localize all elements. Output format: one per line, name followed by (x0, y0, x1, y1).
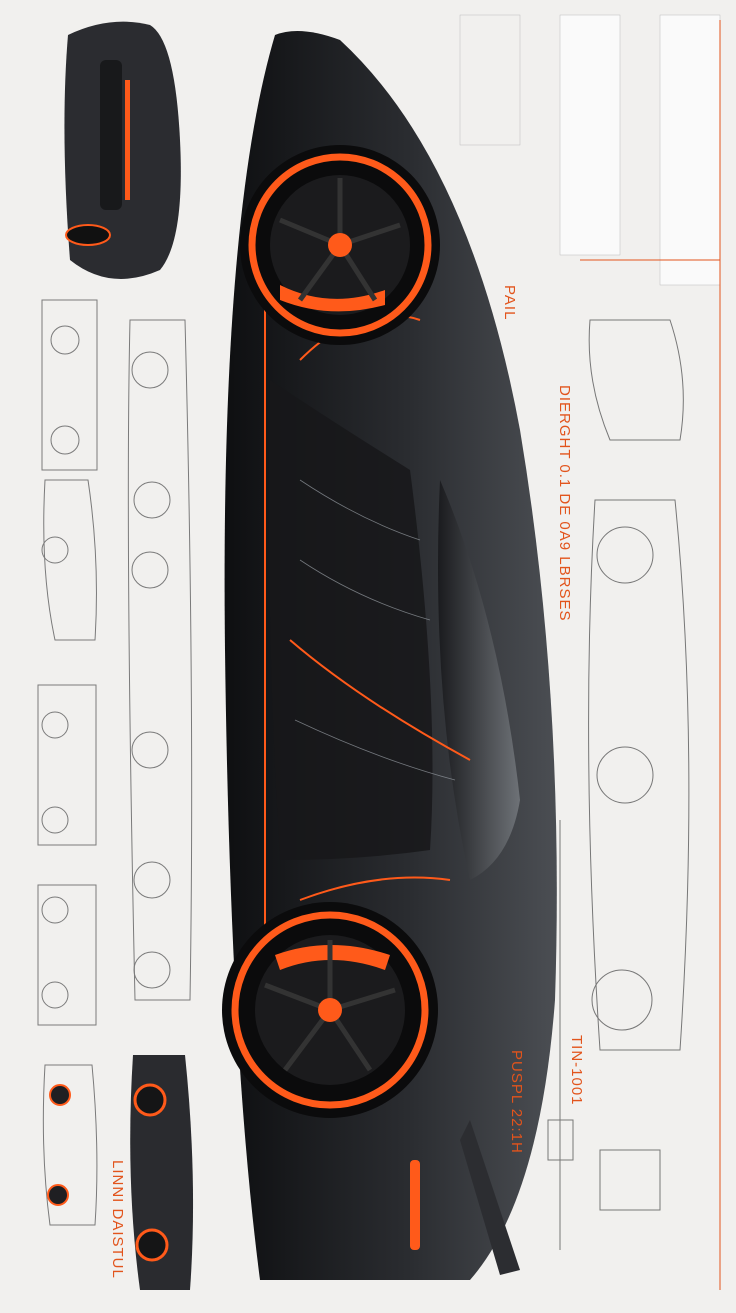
annotation-dierght: DIERGHT 0.1 DE 0A9 LBRSES (556, 385, 573, 621)
bottom-left-renders (42, 1055, 194, 1290)
sketch-column-2 (127, 319, 193, 1001)
rear-three-quarter-render (64, 21, 181, 279)
sketch-column-1 (37, 299, 98, 1026)
spec-text-blocks (459, 14, 721, 1290)
annotation-tin: TIN-1001 (568, 1035, 585, 1106)
right-sketches (547, 319, 690, 1250)
annotation-linni: LINNI DAISTUL (109, 1160, 126, 1279)
annotation-pail: PAIL (501, 285, 518, 320)
front-wheel (240, 145, 440, 345)
rear-wheel (222, 902, 438, 1118)
main-car-render (222, 31, 557, 1280)
annotation-puspl: PUSPL 22:1H (508, 1050, 525, 1154)
